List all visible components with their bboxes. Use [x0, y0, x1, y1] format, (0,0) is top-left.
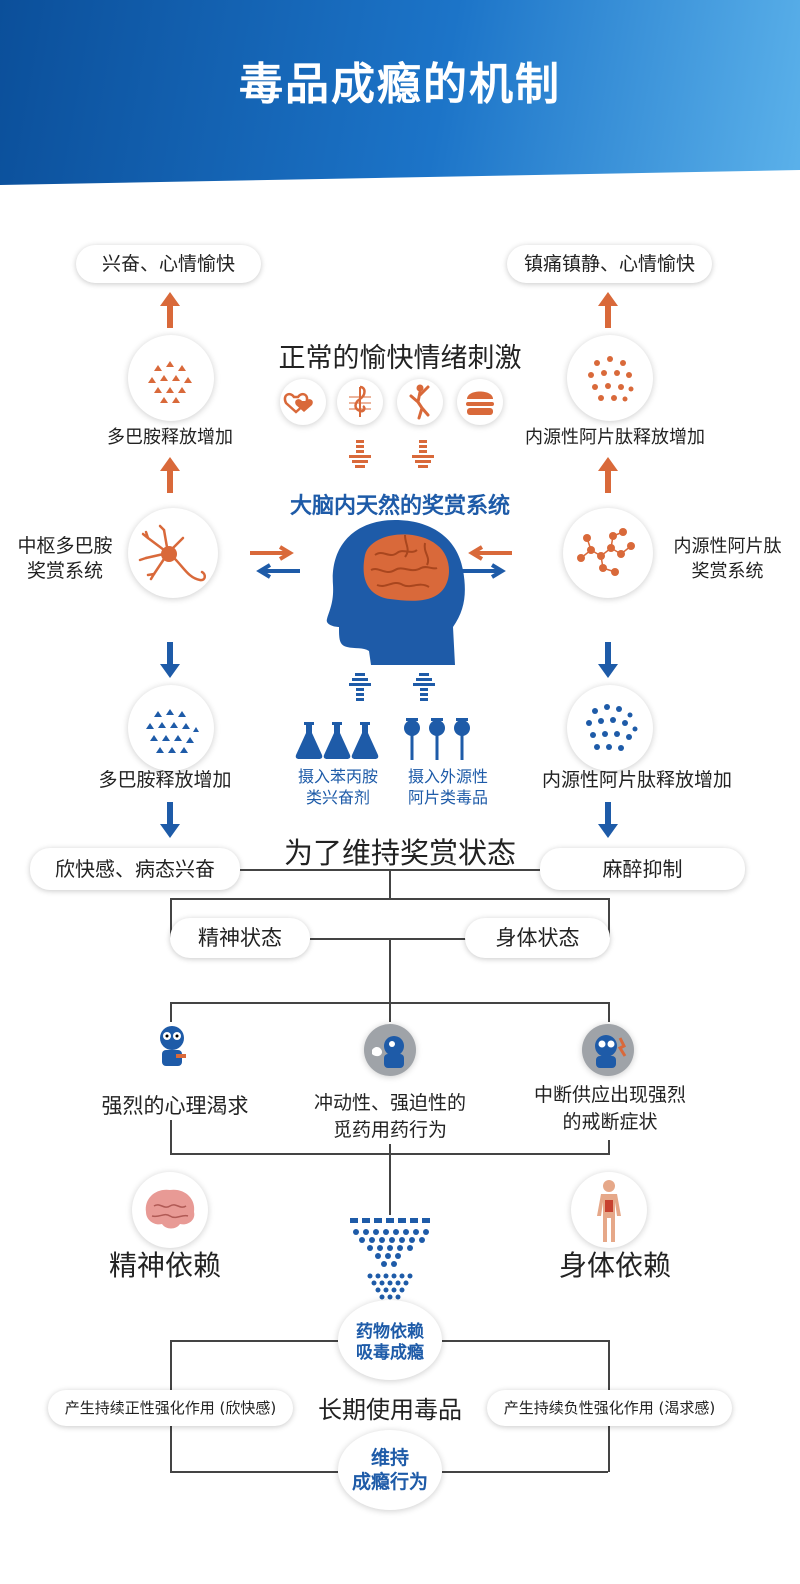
- dotted-down-arrow-icon: [349, 440, 371, 468]
- craving-label: 强烈的心理渴求: [101, 1094, 249, 1118]
- opioid-drug-label: 摄入外源性 阿片类毒品: [407, 767, 488, 807]
- connector-line: [389, 938, 391, 1003]
- body-icon: [597, 1180, 621, 1242]
- funnel-icon: [350, 1218, 430, 1307]
- connector-line: [389, 869, 391, 899]
- connector-line: [170, 898, 610, 900]
- dancer-icon: [397, 379, 443, 425]
- connector-line: [170, 1471, 338, 1473]
- up-arrow-icon: [598, 292, 618, 328]
- right-effect-pill: 镇痛镇静、心情愉快: [507, 245, 712, 283]
- right-system-label: 内源性阿片肽 奖赏系统: [673, 536, 782, 582]
- euphoria-pill: 欣快感、病态兴奋: [30, 848, 240, 890]
- connector-line: [442, 1340, 608, 1342]
- triangle-particles-icon: [146, 709, 199, 753]
- down-arrow-icon: [160, 802, 180, 838]
- left-lower-release-label: 多巴胺释放增加: [98, 769, 232, 791]
- connector-line: [170, 898, 172, 938]
- poppy-icon: [404, 718, 470, 760]
- page-title: 毒品成瘾的机制: [239, 59, 561, 110]
- up-arrow-icon: [160, 292, 180, 328]
- neuron-icon: [138, 524, 206, 582]
- connector-line: [608, 1002, 610, 1022]
- molecule-icon: [577, 528, 635, 576]
- stimulus-title: 正常的愉快情绪刺激: [278, 343, 522, 374]
- dot-particles-icon: [588, 356, 634, 402]
- mental-state-pill: 精神状态: [170, 918, 310, 958]
- connector-line: [170, 1002, 172, 1022]
- dopamine-blue-circle: [128, 685, 214, 771]
- compulsive-figure-icon: [364, 1024, 416, 1076]
- addiction-result-circle: 药物依赖 吸毒成瘾: [338, 1300, 442, 1380]
- stimulant-drug-label: 摄入苯丙胺 类兴奋剂: [297, 767, 378, 807]
- exchange-arrows-icon: [462, 545, 512, 579]
- down-arrow-icon: [160, 642, 180, 678]
- connector-line: [442, 1471, 608, 1473]
- opioid-blue-circle: [567, 685, 653, 771]
- connector-line: [608, 898, 610, 938]
- up-arrow-icon: [160, 457, 180, 493]
- dotted-down-arrow-icon: [412, 440, 434, 468]
- molecule-circle: [563, 508, 653, 598]
- neuron-circle: [128, 508, 218, 598]
- body-state-pill: 身体状态: [465, 918, 610, 958]
- hearts-icon: [280, 379, 326, 425]
- dotted-up-arrow-icon: [349, 673, 371, 701]
- connector-line: [170, 1340, 338, 1342]
- down-arrow-icon: [598, 802, 618, 838]
- negative-reinforcement-pill: 产生持续负性强化作用 (渴求感): [487, 1390, 732, 1426]
- flask-icon: [295, 722, 379, 759]
- long-term-use-label: 长期使用毒品: [318, 1396, 462, 1424]
- exchange-arrows-icon: [250, 545, 300, 579]
- triangle-particles-icon: [148, 361, 192, 403]
- body-circle: [571, 1172, 647, 1248]
- brain-head-icon: [326, 520, 465, 665]
- connector-line: [389, 1144, 391, 1154]
- left-effect-pill: 兴奋、心情愉快: [76, 245, 261, 283]
- withdrawal-figure-icon: [582, 1024, 634, 1076]
- craving-figure-icon: [160, 1026, 186, 1066]
- dotted-up-arrow-icon: [413, 673, 435, 701]
- down-arrow-icon: [598, 642, 618, 678]
- right-lower-release-label: 内源性阿片肽释放增加: [541, 769, 732, 791]
- left-release-label: 多巴胺释放增加: [107, 427, 233, 448]
- mental-dependence-label: 精神依赖: [108, 1249, 221, 1282]
- dot-particles-icon: [586, 704, 638, 751]
- right-release-label: 内源性阿片肽释放增加: [525, 427, 705, 448]
- music-note-icon: [337, 379, 383, 425]
- physical-dependence-label: 身体依赖: [558, 1249, 671, 1282]
- brain-circle: [132, 1172, 208, 1248]
- left-system-label: 中枢多巴胺 奖赏系统: [17, 535, 113, 582]
- withdrawal-label: 中断供应出现强烈 的戒断症状: [533, 1084, 686, 1133]
- dopamine-dots-circle: [128, 335, 214, 421]
- positive-reinforcement-pill: 产生持续正性强化作用 (欣快感): [48, 1390, 293, 1426]
- up-arrow-icon: [598, 457, 618, 493]
- maintain-title: 为了维持奖赏状态: [283, 836, 516, 870]
- connector-line: [170, 1120, 172, 1154]
- burger-icon: [457, 379, 503, 425]
- connector-line: [608, 1140, 610, 1154]
- opioid-dots-circle: [567, 335, 653, 421]
- maintain-addiction-circle: 维持 成瘾行为: [338, 1430, 442, 1510]
- connector-line: [389, 1153, 391, 1215]
- header-banner: [0, 0, 800, 185]
- brain-icon: [145, 1189, 195, 1229]
- reward-system-title: 大脑内天然的奖赏系统: [289, 494, 510, 519]
- compulsive-label: 冲动性、强迫性的 觅药用药行为: [313, 1092, 466, 1141]
- connector-line: [389, 1002, 391, 1022]
- anesthesia-pill: 麻醉抑制: [540, 848, 745, 890]
